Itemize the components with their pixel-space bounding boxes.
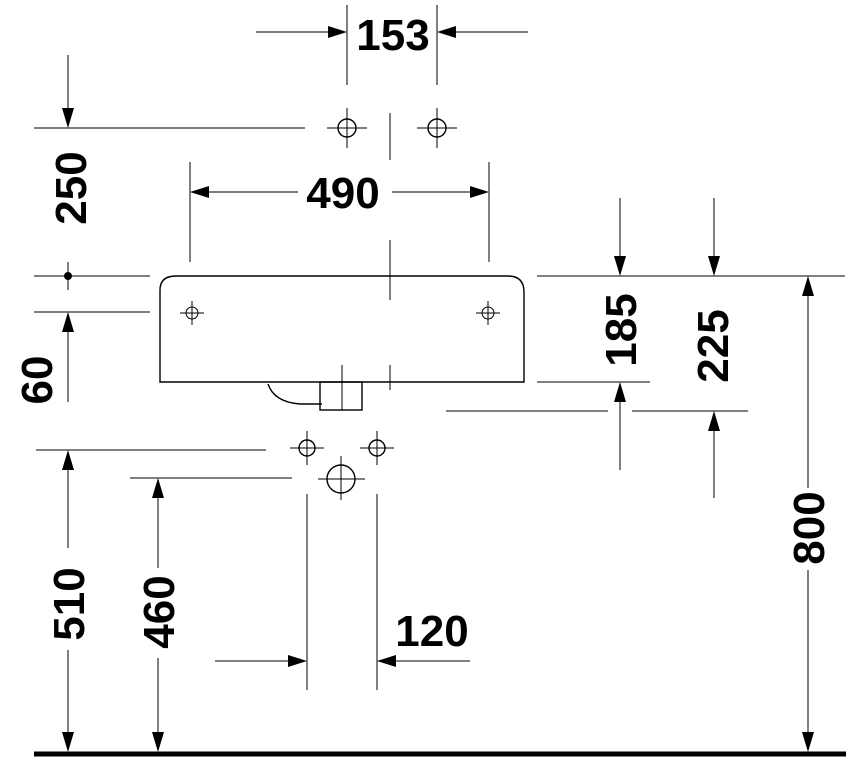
- dim-800: 800: [785, 491, 834, 564]
- dim-510: 510: [45, 567, 94, 640]
- dim-185-225-lines: [446, 198, 845, 498]
- dim-250: 250: [47, 151, 96, 224]
- dim-250-lines: [34, 55, 305, 290]
- dim-800-lines: [802, 276, 814, 752]
- dim-490: 490: [306, 169, 379, 218]
- connections-lower: [36, 431, 470, 690]
- dim-225: 225: [689, 309, 738, 382]
- dim-120: 120: [395, 607, 468, 656]
- dim-510-460-lines: [62, 450, 164, 752]
- tap-holes-top: [256, 5, 528, 160]
- dim-60: 60: [13, 356, 62, 405]
- dim-460: 460: [135, 575, 184, 648]
- basin-outline: [159, 240, 525, 411]
- dim-60-lines: [34, 311, 150, 402]
- dim-185: 185: [597, 293, 646, 366]
- dim-490-lines: [189, 162, 490, 262]
- dim-153: 153: [356, 11, 429, 60]
